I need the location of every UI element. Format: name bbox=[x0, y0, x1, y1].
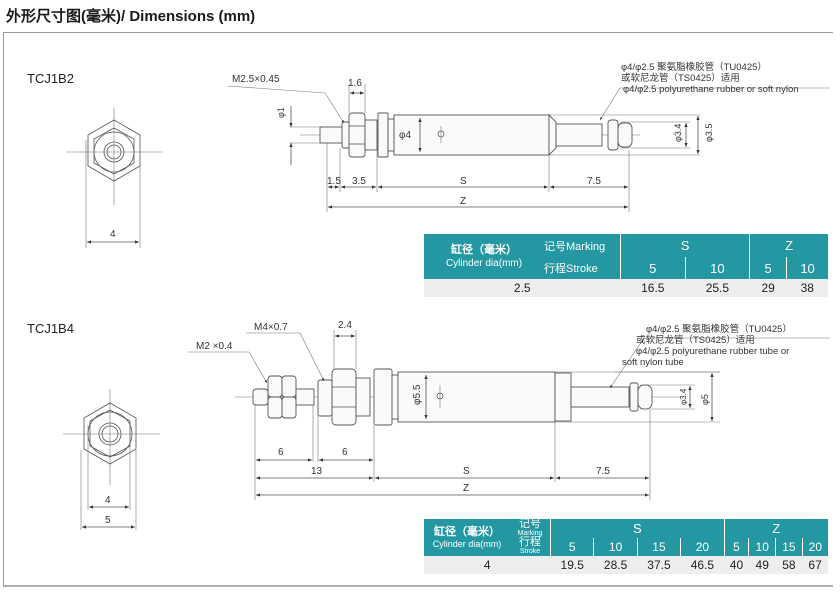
note-tcj1b4: φ4/φ2.5 聚氨脂橡胶管（TU0425） 或软尼龙管（TS0425）适用 φ… bbox=[622, 324, 792, 368]
end-view-outer-width-label: 5 bbox=[105, 515, 111, 526]
note-line: φ4/φ2.5 聚氨脂橡胶管（TU0425） bbox=[621, 62, 767, 73]
header-cylinder-dia-en: Cylinder dia(mm) bbox=[432, 538, 502, 549]
table-row: 2.5 16.5 25.5 29 38 bbox=[424, 279, 828, 297]
cell-z: 29 bbox=[749, 279, 787, 297]
model-name-tcj1b2: TCJ1B2 bbox=[27, 71, 74, 86]
cell-z: 49 bbox=[748, 556, 776, 574]
header-group-s: S bbox=[550, 519, 725, 538]
label-thread-rod: M2 ×0.4 bbox=[196, 341, 233, 352]
header-cylinder-dia-cn: 缸径（毫米） bbox=[451, 243, 517, 256]
header-stroke-value: 5 bbox=[549, 538, 594, 556]
label-fitting-outer: φ3.5 bbox=[704, 124, 714, 142]
header-group-z: Z bbox=[723, 519, 828, 538]
label-body-dia-b4: φ5.5 bbox=[412, 384, 423, 405]
header-stroke-value: 10 bbox=[748, 538, 776, 556]
label-nut-width-b4: 2.4 bbox=[338, 320, 352, 331]
header-marking: 记号Marking bbox=[544, 234, 621, 257]
cell-dia: 2.5 bbox=[424, 279, 621, 297]
label-dim-s: S bbox=[460, 176, 467, 187]
cell-z: 38 bbox=[786, 279, 828, 297]
note-line: 或软尼龙管（TS0425）适用 bbox=[621, 73, 740, 84]
label-dim-tail-b4: 7.5 bbox=[596, 466, 610, 477]
cell-s: 46.5 bbox=[680, 556, 725, 574]
model-name-tcj1b4: TCJ1B4 bbox=[27, 321, 74, 336]
drawing-frame bbox=[3, 32, 833, 587]
cell-z: 58 bbox=[775, 556, 803, 574]
header-cylinder-dia: 缸径（毫米） Cylinder dia(mm) bbox=[424, 519, 510, 556]
cell-z: 67 bbox=[802, 556, 828, 574]
label-fitting-inner-b4: φ3.4 bbox=[679, 388, 688, 405]
label-fitting-outer-b4: φ5 bbox=[700, 394, 710, 405]
header-stroke: 行程Stroke bbox=[544, 257, 621, 279]
header-cylinder-dia-cn: 缸径（毫米） bbox=[434, 525, 500, 538]
header-stroke-en: Stroke bbox=[519, 547, 541, 555]
label-dim-z: Z bbox=[460, 196, 466, 207]
label-dim-thread: 6 bbox=[342, 447, 348, 458]
label-dim-tail: 7.5 bbox=[587, 176, 601, 187]
header-stroke-value: 5 bbox=[749, 257, 787, 279]
header-stroke-value: 10 bbox=[593, 538, 638, 556]
note-line: φ4/φ2.5 polyurethane rubber tube or bbox=[636, 346, 790, 357]
header-stroke-value: 10 bbox=[684, 257, 750, 279]
header-cylinder-dia: 缸径（毫米） Cylinder dia(mm) bbox=[424, 234, 544, 279]
end-view-width-label: 4 bbox=[110, 229, 116, 240]
header-stroke-value: 20 bbox=[680, 538, 725, 556]
label-thread: M2.5×0.45 bbox=[232, 74, 280, 85]
header-stroke-cn: 行程 bbox=[519, 535, 541, 548]
cell-s: 19.5 bbox=[550, 556, 594, 574]
header-marking-cn: 记号 bbox=[519, 517, 541, 530]
label-body-dia: φ4 bbox=[399, 130, 411, 141]
header-marking-en: Marking bbox=[517, 529, 543, 537]
note-line: φ4/φ2.5 聚氨脂橡胶管（TU0425） bbox=[646, 324, 792, 335]
header-group-s: S bbox=[619, 234, 750, 257]
label-dim-a: 1.5 bbox=[327, 176, 341, 187]
side-view-tcj1b4: M4×0.7 M2 ×0.4 2.4 φ5.5 φ3.4 φ5 6 6 13 S… bbox=[188, 320, 830, 500]
end-view-tcj1b4: 4 5 bbox=[63, 389, 160, 530]
cell-s: 37.5 bbox=[637, 556, 681, 574]
cell-s: 28.5 bbox=[593, 556, 638, 574]
note-line: soft nylon tube bbox=[622, 357, 684, 368]
table-row: 4 19.5 28.5 37.5 46.5 40 49 58 67 bbox=[424, 556, 828, 574]
label-rod-dia: φ1 bbox=[276, 107, 286, 118]
header-stroke-value: 15 bbox=[775, 538, 803, 556]
header-stroke-value: 15 bbox=[636, 538, 681, 556]
header-stroke-value: 10 bbox=[786, 257, 828, 279]
header-stroke-value: 5 bbox=[620, 257, 686, 279]
cell-z: 40 bbox=[724, 556, 749, 574]
label-dim-b: 3.5 bbox=[352, 176, 366, 187]
cell-s: 16.5 bbox=[620, 279, 686, 297]
header-stroke-value: 20 bbox=[801, 538, 828, 556]
header-marking-stroke: 记号 Marking 行程 Stroke bbox=[510, 517, 551, 556]
header-stroke-value: 5 bbox=[723, 538, 749, 556]
header-cylinder-dia-en: Cylinder dia(mm) bbox=[445, 257, 523, 269]
end-view-tcj1b2: 4 bbox=[66, 108, 163, 248]
label-fitting-inner: φ3.4 bbox=[673, 124, 683, 142]
cell-s: 25.5 bbox=[685, 279, 750, 297]
end-view-inner-width-label: 4 bbox=[105, 495, 111, 506]
label-dim-13: 13 bbox=[311, 466, 323, 477]
label-dim-s-b4: S bbox=[463, 466, 470, 477]
label-nut-width: 1.6 bbox=[348, 78, 362, 89]
note-line: φ4/φ2.5 polyurethane rubber or soft nylo… bbox=[623, 84, 799, 95]
spec-table-tcj1b4: 缸径（毫米） Cylinder dia(mm) 记号 Marking 行程 St… bbox=[424, 517, 828, 574]
header-group-z: Z bbox=[749, 234, 828, 257]
cell-dia: 4 bbox=[424, 556, 551, 574]
label-dim-rod: 6 bbox=[278, 447, 284, 458]
side-view-tcj1b2: M2.5×0.45 1.6 φ1 φ4 φ3.4 φ3.5 1.5 3.5 S … bbox=[227, 74, 830, 212]
page-title: 外形尺寸图(毫米)/ Dimensions (mm) bbox=[6, 8, 256, 25]
note-tcj1b2: φ4/φ2.5 聚氨脂橡胶管（TU0425） 或软尼龙管（TS0425）适用 φ… bbox=[621, 62, 799, 95]
label-dim-z-b4: Z bbox=[463, 483, 469, 494]
label-thread-main: M4×0.7 bbox=[254, 322, 288, 333]
note-line: 或软尼龙管（TS0425）适用 bbox=[636, 335, 755, 346]
spec-table-tcj1b2: 缸径（毫米） Cylinder dia(mm) 记号Marking S Z 行程… bbox=[424, 234, 828, 297]
